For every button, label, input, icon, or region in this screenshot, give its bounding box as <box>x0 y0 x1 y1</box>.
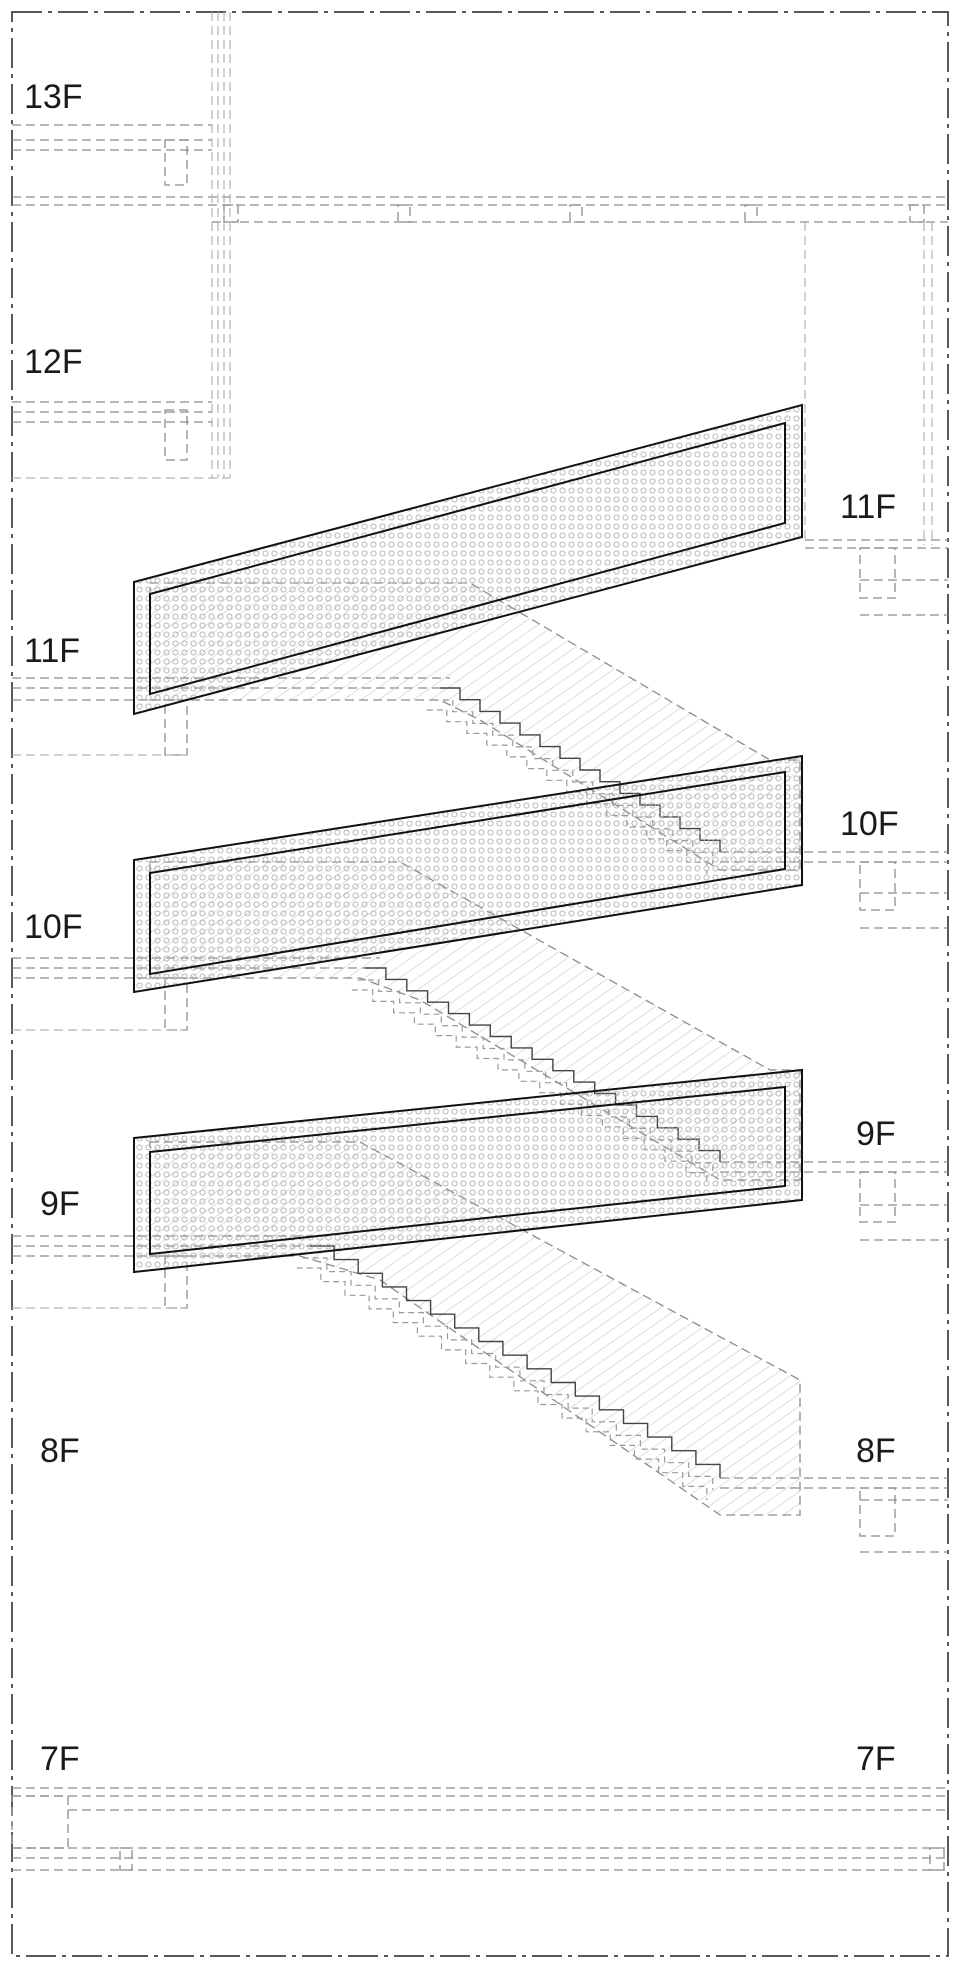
floor-label-10f-right: 10F <box>840 805 899 843</box>
floor-label-9f-right: 9F <box>856 1115 896 1153</box>
drawing-border <box>11 11 949 1957</box>
floor-label-11f-left: 11F <box>24 632 80 670</box>
floor-labels-right: 11F 10F 9F 8F 7F <box>840 488 899 1778</box>
floor-label-10f-left: 10F <box>24 908 83 946</box>
upper-floor-structure <box>12 12 948 545</box>
right-landing-stubs <box>720 539 948 1553</box>
floor-labels-left: 13F 12F 11F 10F 9F 8F 7F <box>24 78 83 1778</box>
floor-7f-slab <box>11 1787 948 1871</box>
floor-label-11f-right: 11F <box>840 488 896 526</box>
stair-tread-profile-2-3 <box>351 989 708 1184</box>
floor-label-8f-left: 8F <box>40 1432 80 1470</box>
floor-label-13f: 13F <box>24 78 83 116</box>
floor-label-9f-left: 9F <box>40 1185 80 1223</box>
stair-tread-profile-2-2 <box>357 979 714 1174</box>
landing-panel-middle <box>133 754 803 994</box>
floor-label-7f-right: 7F <box>856 1740 896 1778</box>
landing-panel-top <box>133 403 803 716</box>
stair-tread-profile-3-1 <box>310 1245 721 1478</box>
landing-panels <box>133 403 803 1274</box>
floor-label-8f-right: 8F <box>856 1432 896 1470</box>
stair-flights <box>149 582 801 1516</box>
floor-label-7f-left: 7F <box>40 1740 80 1778</box>
floor-label-12f: 12F <box>24 343 83 381</box>
landing-panel-bottom <box>133 1068 803 1274</box>
